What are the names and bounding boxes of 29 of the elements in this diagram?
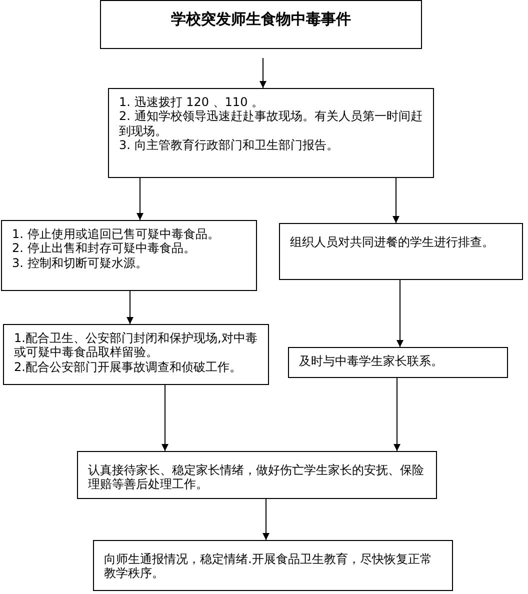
box-text: 3. 向主管教育行政部门和卫生部门报告。: [119, 138, 340, 153]
box-text: 组织人员对共同进餐的学生进行排查。: [290, 235, 495, 250]
box-text: 向师生通报情况，稳定情绪.开展食品卫生教育，尽快恢复正常教学秩序。: [104, 552, 433, 581]
arrow: [262, 498, 270, 540]
arrow: [260, 58, 266, 88]
process-box: [77, 451, 437, 499]
box-text: 3. 控制和切断可疑水源。: [12, 256, 148, 270]
arrow: [394, 378, 400, 452]
box-text: 及时与中毒学生家长联系。: [299, 354, 444, 368]
process-box: [3, 324, 269, 385]
arrow: [396, 280, 404, 348]
box-text: 学校突发师生食物中毒事件: [170, 10, 352, 28]
box-text: 2. 通知学校领导迅速赶赴事故现场。有关人员第一时间赶到现场。: [119, 109, 423, 138]
process-box: [93, 540, 453, 591]
arrow: [126, 290, 134, 324]
box-text: 2.配合公安部门开展事故调查和侦破工作。: [14, 360, 242, 374]
box-text: 1.配合卫生、公安部门封闭和保护现场,对中毒或可疑中毒食品取样留验。: [14, 331, 258, 360]
arrow: [162, 384, 168, 452]
process-box: [1, 220, 257, 291]
process-box: [288, 347, 508, 378]
box-text: 1. 停止使用或追回已售可疑中毒食品。: [12, 227, 220, 242]
process-box: [279, 223, 523, 280]
title-box: [100, 0, 422, 49]
box-text: 认真接待家长、稳定家长情绪，做好伤亡学生家长的安抚、保险理赔等善后处理工作。: [88, 463, 425, 492]
arrow: [392, 178, 400, 224]
process-box: [108, 88, 434, 178]
box-text: 1. 迅速拨打 120 、110 。: [119, 95, 265, 110]
box-text: 2. 停止出售和封存可疑中毒食品。: [12, 241, 196, 256]
arrow: [136, 178, 144, 220]
